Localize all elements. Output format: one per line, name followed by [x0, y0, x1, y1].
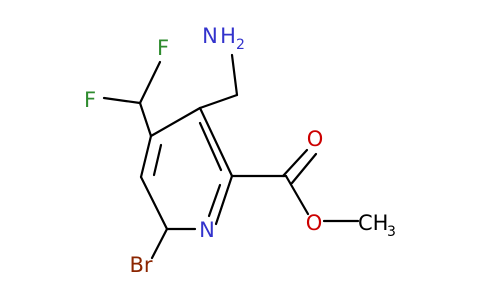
methyl-h-count: 3 — [387, 224, 396, 240]
bond-c-o-double-a — [281, 148, 309, 178]
amine-h-count: 2 — [236, 37, 245, 53]
bond-c3-ch2 — [198, 93, 239, 110]
bond-c3-c4 — [149, 106, 202, 138]
bond-c3-c2 — [198, 106, 234, 178]
bond-chf2-f-left — [102, 96, 142, 105]
bond-c4-chf2 — [138, 101, 153, 138]
ring-nitrogen-label: N — [199, 218, 215, 242]
amine-h-label: H — [220, 24, 236, 48]
bond-c-o-double-b — [290, 152, 318, 185]
bond-ch2-n — [230, 53, 239, 97]
bromine-label: Br — [129, 253, 152, 277]
bond-n1-c2-inner — [207, 183, 222, 218]
methyl-label: CH — [358, 211, 388, 235]
fluorine-top-label: F — [157, 36, 169, 60]
bond-c3-c2-inner — [198, 121, 223, 172]
bond-n1-c2 — [214, 174, 234, 226]
bond-c5-c6 — [139, 175, 169, 231]
fluorine-left-label: F — [84, 88, 96, 112]
carbonyl-oxygen-label: O — [307, 127, 324, 151]
bond-chf2-f-top — [138, 60, 162, 105]
bond-c4-c5-inner — [152, 143, 163, 177]
bond-c4-c5 — [139, 134, 153, 179]
bond-c-o-single — [284, 174, 310, 216]
nitrogen-amine-label: N — [202, 24, 218, 48]
ester-oxygen-label: O — [306, 211, 323, 235]
bond-c6-br — [150, 227, 169, 260]
